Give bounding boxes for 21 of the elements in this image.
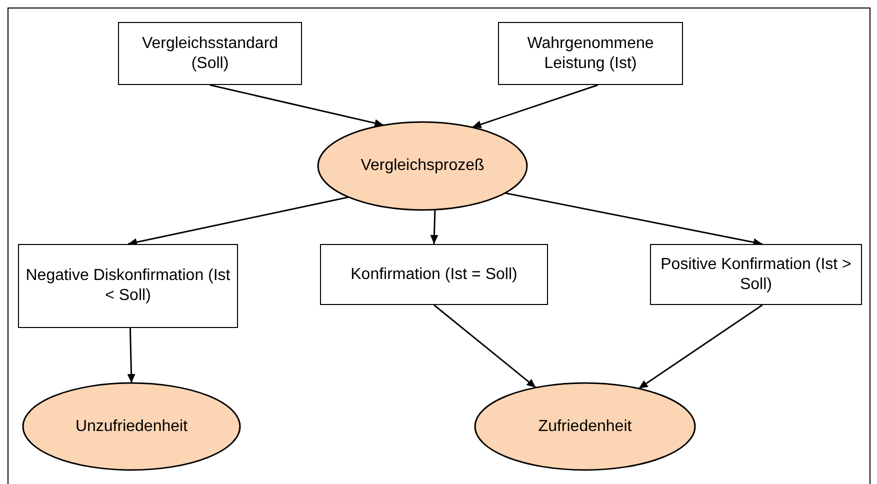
arrow	[210, 84, 384, 128]
arrow	[434, 304, 536, 388]
process-box	[18, 244, 238, 328]
node-label: Vergleichsprozeß	[360, 156, 486, 176]
node-label: Zufriedenheit	[537, 416, 633, 436]
process-box	[320, 244, 548, 305]
node-label: Konfirmation (Ist = Soll)	[350, 264, 518, 284]
node-label: Negative Diskonfirmation (Ist < Soll)	[24, 266, 232, 306]
process-box	[650, 244, 862, 305]
arrow	[127, 328, 136, 384]
node-label: Positive Konfirmation (Ist > Soll)	[660, 254, 852, 294]
arrow	[638, 304, 763, 390]
process-box	[498, 22, 683, 85]
arrow	[430, 210, 438, 244]
process-box	[118, 22, 302, 85]
arrow	[128, 196, 349, 246]
node-label: Vergleichsstandard (Soll)	[140, 34, 280, 74]
arrow	[472, 84, 598, 128]
node-label: Wahrgenommene Leistung (Ist)	[526, 34, 655, 74]
node-label: Unzufriedenheit	[74, 416, 189, 436]
arrow	[504, 192, 762, 246]
